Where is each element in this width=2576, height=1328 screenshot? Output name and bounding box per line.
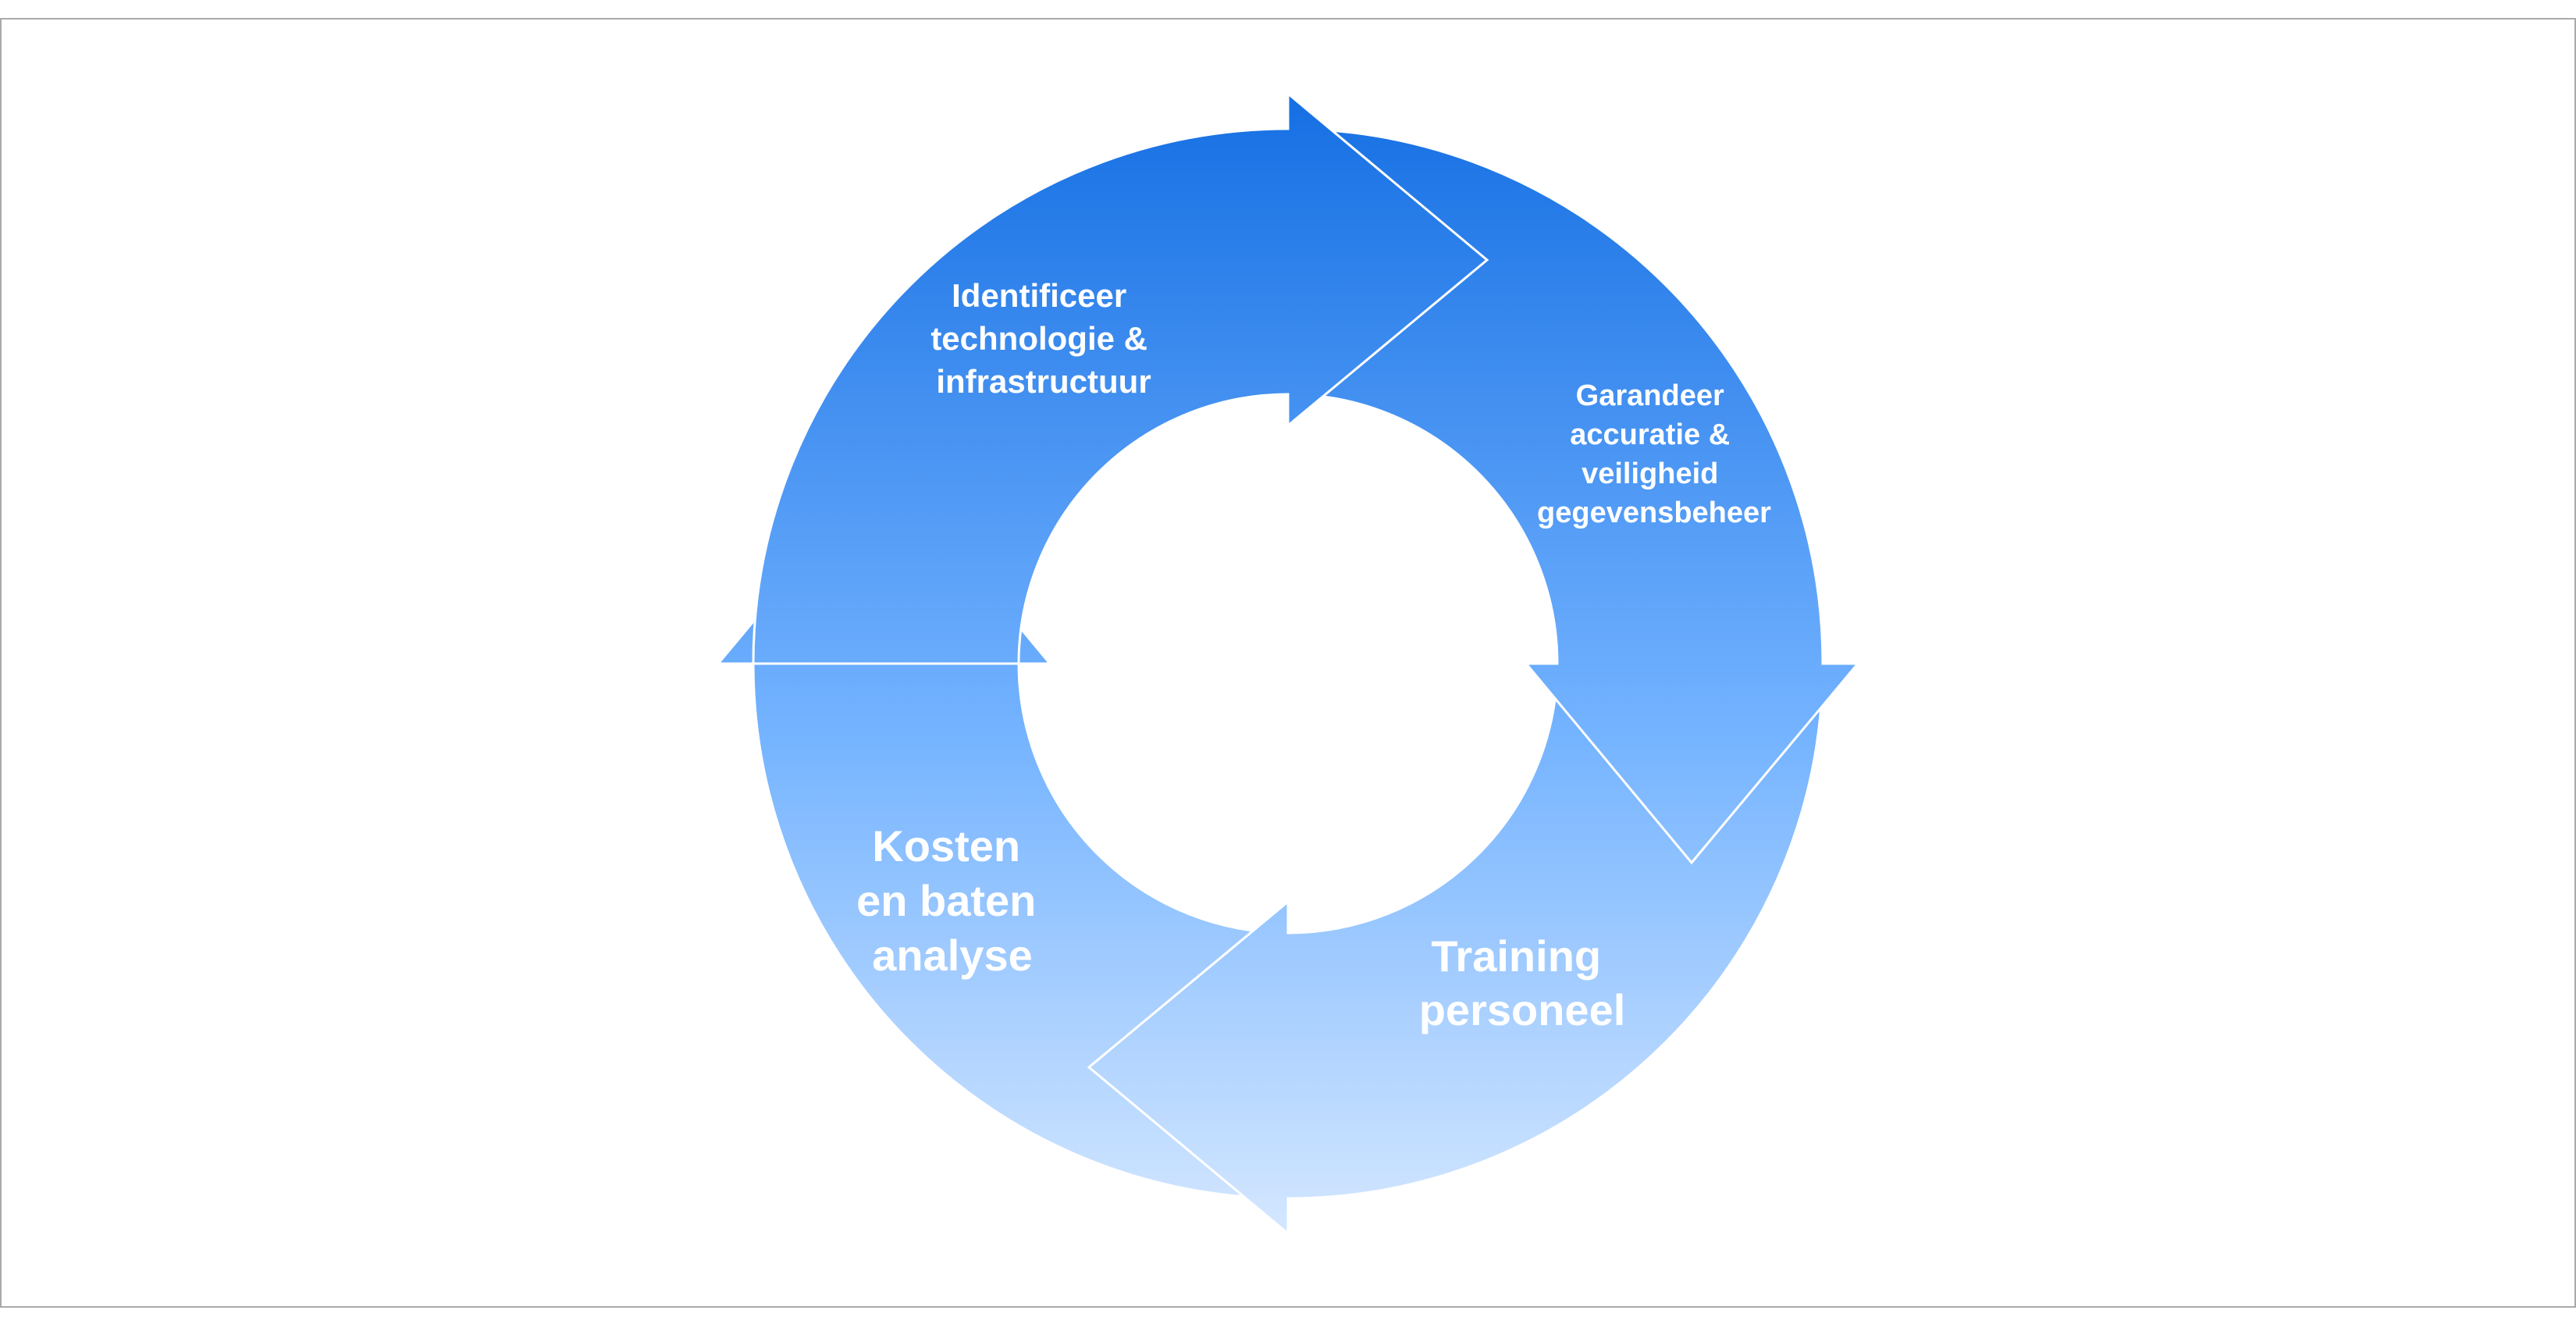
step-label-identify: Identificeer technologie & infrastructuu…: [930, 277, 1156, 400]
label-line: personeel: [1419, 985, 1626, 1034]
label-line: analyse: [872, 931, 1033, 980]
segment-guarantee: [1286, 127, 1861, 865]
label-line: infrastructuur: [936, 363, 1151, 400]
arrow-training: [1087, 662, 1824, 1237]
label-line: Garandeer: [1576, 379, 1724, 412]
label-line: Training: [1431, 931, 1601, 981]
label-line: technologie &: [930, 320, 1147, 357]
label-line: Identificeer: [952, 277, 1126, 314]
label-line: Kosten: [872, 821, 1020, 870]
label-line: veiligheid: [1582, 458, 1718, 490]
step-label-guarantee: Garandeer accuratie & veiligheid gegeven…: [1537, 379, 1771, 529]
label-line: en baten: [856, 876, 1036, 925]
arrow-guarantee: [1286, 127, 1861, 865]
label-line: gegevensbeheer: [1537, 497, 1771, 529]
segment-identify: [752, 91, 1489, 665]
arrow-identify: [752, 91, 1489, 665]
segment-training: [1087, 662, 1824, 1237]
step-label-cost-benefit: Kosten en baten analyse: [856, 821, 1048, 980]
label-line: accuratie &: [1570, 418, 1730, 451]
step-label-training: Training personeel: [1419, 931, 1626, 1034]
